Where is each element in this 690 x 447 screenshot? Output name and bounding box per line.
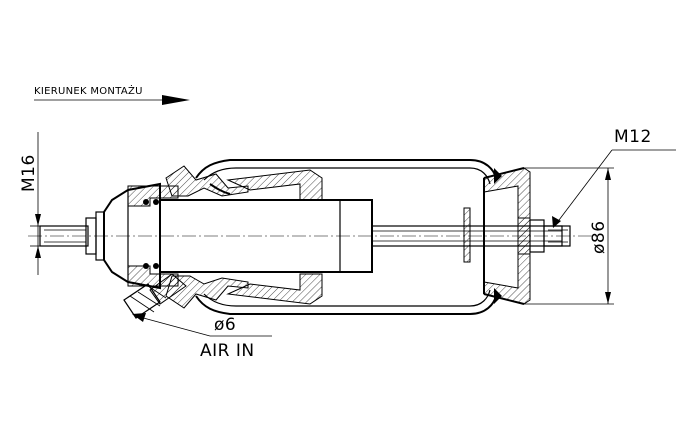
direction-label: KIERUNEK MONTAŻU	[34, 84, 143, 97]
upper-clamp	[226, 169, 323, 201]
m16-label: M16	[19, 154, 39, 192]
mounting-direction: KIERUNEK MONTAŻU	[34, 84, 190, 105]
air-inlet-port	[123, 273, 187, 319]
m12-label: M12	[614, 127, 652, 147]
direction-arrowhead	[162, 95, 190, 105]
top-cap	[483, 167, 571, 305]
rod-washer	[463, 207, 471, 263]
thread-m12-callout: M12	[552, 127, 676, 228]
port-size-label: ø6	[214, 315, 236, 335]
membrane-top	[195, 159, 497, 179]
bellows-lower	[165, 273, 497, 315]
inlet-fitting	[123, 283, 161, 319]
bellows-upper	[165, 159, 497, 201]
diameter-dimension: ø86	[524, 167, 614, 305]
seal-ring	[143, 199, 149, 205]
diameter-label: ø86	[589, 220, 609, 254]
right-stud	[543, 225, 571, 247]
lower-clamp	[226, 273, 323, 305]
air-in-callout: ø6 AIR IN	[132, 313, 272, 361]
inner-rod	[371, 207, 563, 263]
air-in-label: AIR IN	[200, 341, 255, 361]
membrane-bottom	[195, 295, 497, 315]
thread-m16-dimension: M16	[19, 132, 46, 275]
